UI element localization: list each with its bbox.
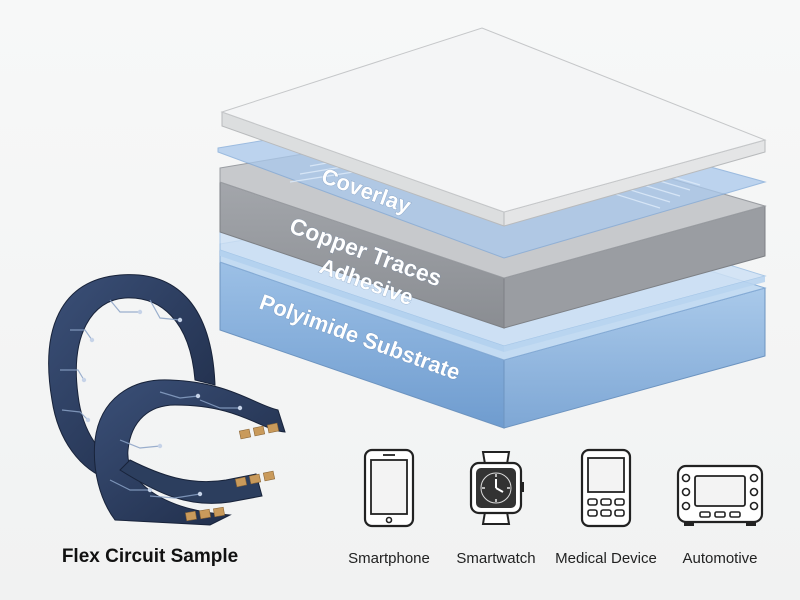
sample-caption: Flex Circuit Sample [61, 546, 239, 567]
application-label-medical-device: Medical Device [555, 550, 657, 567]
smartphone-icon [363, 448, 415, 528]
application-label-automotive: Automotive [682, 550, 758, 567]
smartwatch-icon [469, 451, 524, 525]
application-label-smartwatch: Smartwatch [456, 550, 536, 567]
medical-device-icon [580, 448, 632, 528]
automotive-icon [676, 464, 764, 526]
application-medical-device: Medical Device [546, 448, 666, 567]
top-sheet-layer [220, 27, 767, 227]
application-smartphone: Smartphone [329, 448, 449, 567]
application-smartwatch: Smartwatch [436, 448, 556, 567]
application-automotive: Automotive [660, 448, 780, 567]
application-label-smartphone: Smartphone [348, 550, 430, 567]
